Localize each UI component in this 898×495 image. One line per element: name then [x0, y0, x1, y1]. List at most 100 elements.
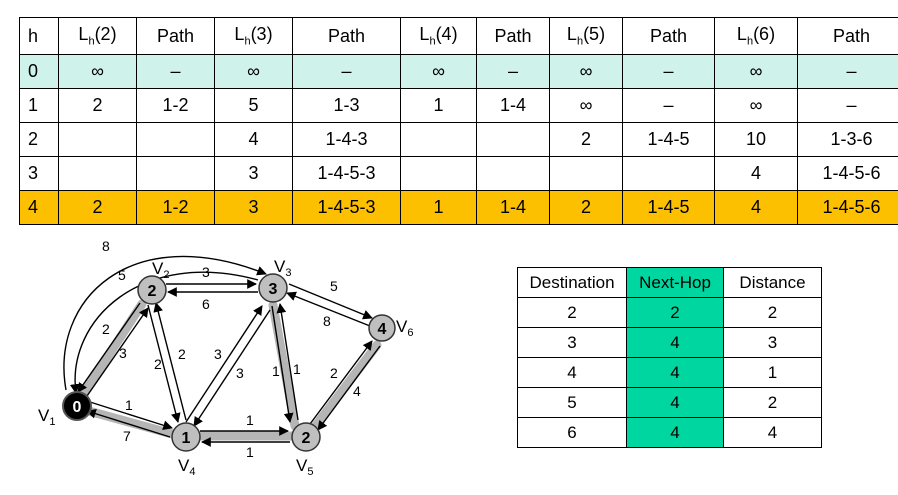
table-header-row: h Lh(2) Path Lh(3) Path Lh(4) Path Lh(5)… [19, 17, 898, 55]
table-cell: 2 [58, 190, 137, 225]
table-cell: ∞ [714, 54, 798, 89]
table-header-row: Destination Next-Hop Distance [517, 267, 822, 298]
edge-weight: 2 [330, 365, 338, 381]
edge-weight: 1 [246, 444, 254, 460]
header-lh3: Lh(3) [214, 17, 293, 55]
edge-weight: 3 [236, 365, 244, 381]
distance-cell: 4 [723, 417, 822, 448]
table-cell: 1-4 [476, 190, 550, 225]
table-cell: 1-4 [476, 88, 550, 123]
table-cell: 10 [714, 122, 798, 157]
node-v3: 3 V3 [258, 257, 291, 303]
edge-weight: 7 [123, 428, 131, 444]
header-path: Path [622, 17, 715, 55]
table-cell: ∞ [549, 88, 623, 123]
header-next-hop: Next-Hop [626, 267, 724, 298]
table-cell: 2 [549, 190, 623, 225]
table-cell: – [622, 54, 715, 89]
bellman-ford-table: h Lh(2) Path Lh(3) Path Lh(4) Path Lh(5)… [19, 17, 898, 225]
iteration-cell: 1 [19, 88, 59, 123]
table-cell [622, 156, 715, 191]
node-name: V6 [396, 317, 413, 339]
table-cell: – [797, 54, 898, 89]
header-destination: Destination [517, 267, 627, 298]
edge-weight: 1 [125, 397, 133, 413]
table-cell [549, 156, 623, 191]
table-cell [400, 156, 477, 191]
edge-weight: 5 [330, 278, 338, 294]
table-cell [476, 156, 550, 191]
edge-weight: 2 [154, 356, 162, 372]
edge-weight: 6 [202, 296, 210, 312]
iteration-cell: 0 [19, 54, 59, 89]
table-row: 0∞–∞–∞–∞–∞– [19, 54, 898, 89]
next-hop-cell: 4 [626, 387, 724, 418]
edge-weight: 2 [178, 346, 186, 362]
table-cell: 1-3-6 [797, 122, 898, 157]
network-graph: 8 5 2 3 3 6 5 8 2 2 3 3 1 1 2 4 1 7 1 1 … [38, 238, 413, 478]
node-value: 4 [378, 321, 387, 338]
distance-cell: 2 [723, 297, 822, 328]
table-cell [400, 122, 477, 157]
header-path: Path [476, 17, 550, 55]
table-cell: 1-2 [136, 190, 215, 225]
table-cell [136, 156, 215, 191]
edge-weight: 8 [323, 313, 331, 329]
header-h: h [19, 17, 59, 55]
node-value: 2 [302, 430, 311, 447]
destination-cell: 5 [517, 387, 627, 418]
node-v4: 1 V4 [171, 422, 201, 478]
edge-weight: 8 [102, 238, 110, 254]
table-cell: ∞ [714, 88, 798, 123]
edge-weight: 3 [214, 346, 222, 362]
table-cell: 4 [214, 122, 293, 157]
node-value: 1 [182, 430, 191, 447]
table-cell [58, 122, 137, 157]
node-name: V2 [152, 259, 169, 281]
table-cell: – [136, 54, 215, 89]
table-cell: 1 [400, 88, 477, 123]
table-cell [476, 122, 550, 157]
header-lh5: Lh(5) [549, 17, 623, 55]
header-path: Path [797, 17, 898, 55]
table-cell: 1 [400, 190, 477, 225]
table-cell: 5 [214, 88, 293, 123]
table-cell: ∞ [400, 54, 477, 89]
destination-cell: 4 [517, 357, 627, 388]
node-v1: 0 V1 [38, 391, 92, 428]
header-path: Path [136, 17, 215, 55]
node-name: V1 [38, 406, 55, 428]
edge-weight: 4 [353, 383, 361, 399]
table-cell: 1-4-5-3 [292, 190, 401, 225]
node-name: V5 [296, 456, 313, 478]
table-cell: ∞ [58, 54, 137, 89]
edge-weight: 1 [246, 412, 254, 428]
header-distance: Distance [723, 267, 822, 298]
table-cell [58, 156, 137, 191]
table-cell: 1-4-5-6 [797, 156, 898, 191]
shortest-path-highlight [77, 299, 382, 441]
table-cell: – [797, 88, 898, 123]
table-cell: – [476, 54, 550, 89]
table-cell: 1-3 [292, 88, 401, 123]
node-v5: 2 V5 [291, 422, 321, 478]
table-cell: 2 [549, 122, 623, 157]
iteration-cell: 3 [19, 156, 59, 191]
next-hop-cell: 4 [626, 327, 724, 358]
destination-cell: 6 [517, 417, 627, 448]
distance-cell: 1 [723, 357, 822, 388]
table-cell [136, 122, 215, 157]
next-hop-cell: 4 [626, 417, 724, 448]
node-value: 2 [148, 283, 157, 300]
header-lh4: Lh(4) [400, 17, 477, 55]
edge-weight: 2 [102, 321, 110, 337]
header-lh2: Lh(2) [58, 17, 137, 55]
